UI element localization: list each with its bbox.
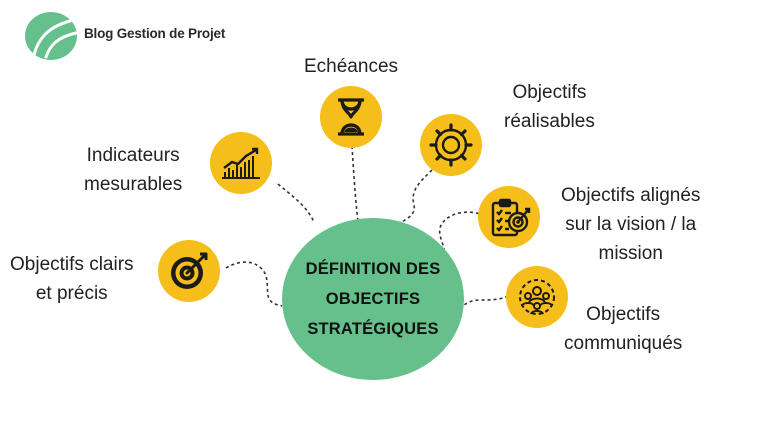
label-objectifs-clairs: Objectifs clairs et précis: [10, 254, 134, 304]
label-objectifs-alignes: Objectifs alignés sur la vision / la mis…: [561, 185, 701, 264]
hourglass-circle: [320, 86, 382, 148]
label-echeances: Echéances: [304, 56, 399, 77]
growth-chart-icon: [222, 147, 260, 179]
connector-echeances: [351, 145, 359, 223]
label-indicateurs-mesurables: Indicateurs mesurables: [84, 145, 183, 195]
connector-indicateurs: [277, 183, 315, 223]
connector-realisables: [401, 169, 433, 223]
target-clipboard-circle: [478, 186, 540, 248]
growth-chart-circle: [210, 132, 272, 194]
connector-communiques: [461, 295, 509, 307]
connector-clairs: [225, 261, 283, 307]
connector-alignes: [438, 211, 491, 257]
team-communication-circle: [506, 266, 568, 328]
central-node: DÉFINITION DES OBJECTIFS STRATÉGIQUES: [282, 218, 464, 380]
target-clipboard-icon: [491, 198, 531, 237]
hourglass-icon: [338, 98, 364, 136]
brand-logo-icon: [25, 12, 78, 60]
target-arrow-icon: [171, 252, 208, 289]
brand-name: Blog Gestion de Projet: [84, 26, 226, 41]
gear-icon: [429, 123, 473, 167]
label-objectifs-realisables: Objectifs réalisables: [504, 82, 595, 132]
team-communication-icon: [519, 279, 555, 315]
central-title: DÉFINITION DES OBJECTIFS STRATÉGIQUES: [305, 260, 441, 338]
label-objectifs-communiques: Objectifs communiqués: [564, 304, 683, 354]
gear-circle: [420, 114, 482, 176]
target-arrow-circle: [158, 240, 220, 302]
